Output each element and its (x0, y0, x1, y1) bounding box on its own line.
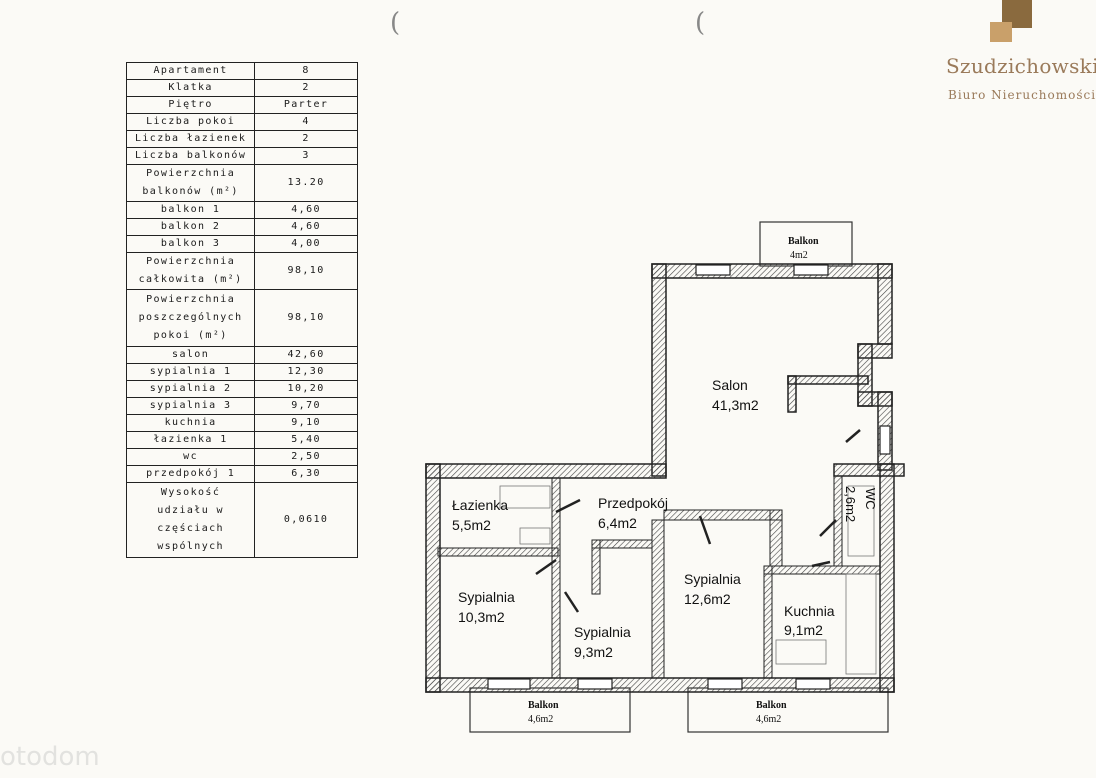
lazienka-name: Łazienka (452, 497, 508, 513)
sink-outline (519, 527, 551, 545)
sypialnia-b-area: 9,3m2 (574, 644, 613, 660)
balcony-bottom-right-outline (687, 687, 889, 733)
salon-area: 41,3m2 (712, 397, 759, 413)
sypialnia-a-area: 10,3m2 (458, 609, 505, 625)
spec-row: Powierzchnia balkonów (m²)13.20 (125, 164, 358, 202)
scan-artifact-left: ( (390, 8, 401, 38)
wc-name: WC (863, 488, 878, 510)
agency-name: Szudzichowski (946, 54, 1096, 78)
spec-value: 98,10 (254, 252, 358, 290)
kuchnia-name: Kuchnia (784, 603, 835, 619)
logo-square-light (990, 22, 1012, 42)
spec-label: Wysokość udziału w częściach wspólnych (125, 482, 256, 558)
exterior-walls (425, 263, 905, 693)
balcony-bottom-right-area: 4,6m2 (756, 714, 781, 725)
sypialnia-c-name: Sypialnia (684, 571, 741, 587)
spec-label: sypialnia 1 (125, 363, 256, 381)
sypialnia-c-area: 12,6m2 (684, 591, 731, 607)
windows (487, 264, 891, 690)
bathtub-outline (499, 485, 551, 509)
salon-name: Salon (712, 377, 748, 393)
scan-artifact-right: ( (695, 8, 706, 38)
spec-row: Powierzchnia całkowita (m²)98,10 (125, 252, 358, 290)
kitchen-table-outline (775, 639, 827, 665)
sypialnia-a-name: Sypialnia (458, 589, 515, 605)
wc-fixture-outline (847, 485, 875, 557)
balcony-bottom-left-name: Balkon (528, 700, 559, 711)
fixtures (499, 485, 877, 675)
sypialnia-b-name: Sypialnia (574, 624, 631, 640)
kuchnia-area: 9,1m2 (784, 622, 823, 638)
balcony-labels: Balkon 4m2 Balkon 4,6m2 Balkon 4,6m2 (528, 236, 819, 725)
spec-label: Powierzchnia poszczególnych pokoi (m²) (125, 289, 256, 347)
wc-area: 2,6m2 (843, 486, 858, 522)
spec-row: Powierzchnia poszczególnych pokoi (m²)98… (125, 289, 358, 347)
balcony-top-area: 4m2 (790, 250, 808, 261)
spec-label: Powierzchnia całkowita (m²) (125, 252, 256, 290)
doors (535, 429, 861, 613)
balcony-top-name: Balkon (788, 236, 819, 247)
agency-logo: Szudzichowski Biuro Nieruchomości (936, 0, 1096, 120)
kitchen-counter-outline (845, 573, 877, 675)
lazienka-area: 5,5m2 (452, 517, 491, 533)
watermark: otodom (0, 742, 100, 772)
interior-walls (437, 475, 881, 679)
spec-value: 13.20 (254, 164, 358, 202)
agency-subtitle: Biuro Nieruchomości (948, 88, 1096, 102)
przedpokoj-area: 6,4m2 (598, 515, 637, 531)
spec-value: 98,10 (254, 289, 358, 347)
spec-label: Powierzchnia balkonów (m²) (125, 164, 256, 202)
spec-value: 0,0610 (254, 482, 358, 558)
przedpokoj-name: Przedpokój (598, 495, 668, 511)
balcony-bottom-left-area: 4,6m2 (528, 714, 553, 725)
spec-label: sypialnia 3 (125, 397, 256, 415)
balcony-bottom-right-name: Balkon (756, 700, 787, 711)
room-labels: Salon 41,3m2 Łazienka 5,5m2 Przedpokój 6… (452, 377, 878, 660)
